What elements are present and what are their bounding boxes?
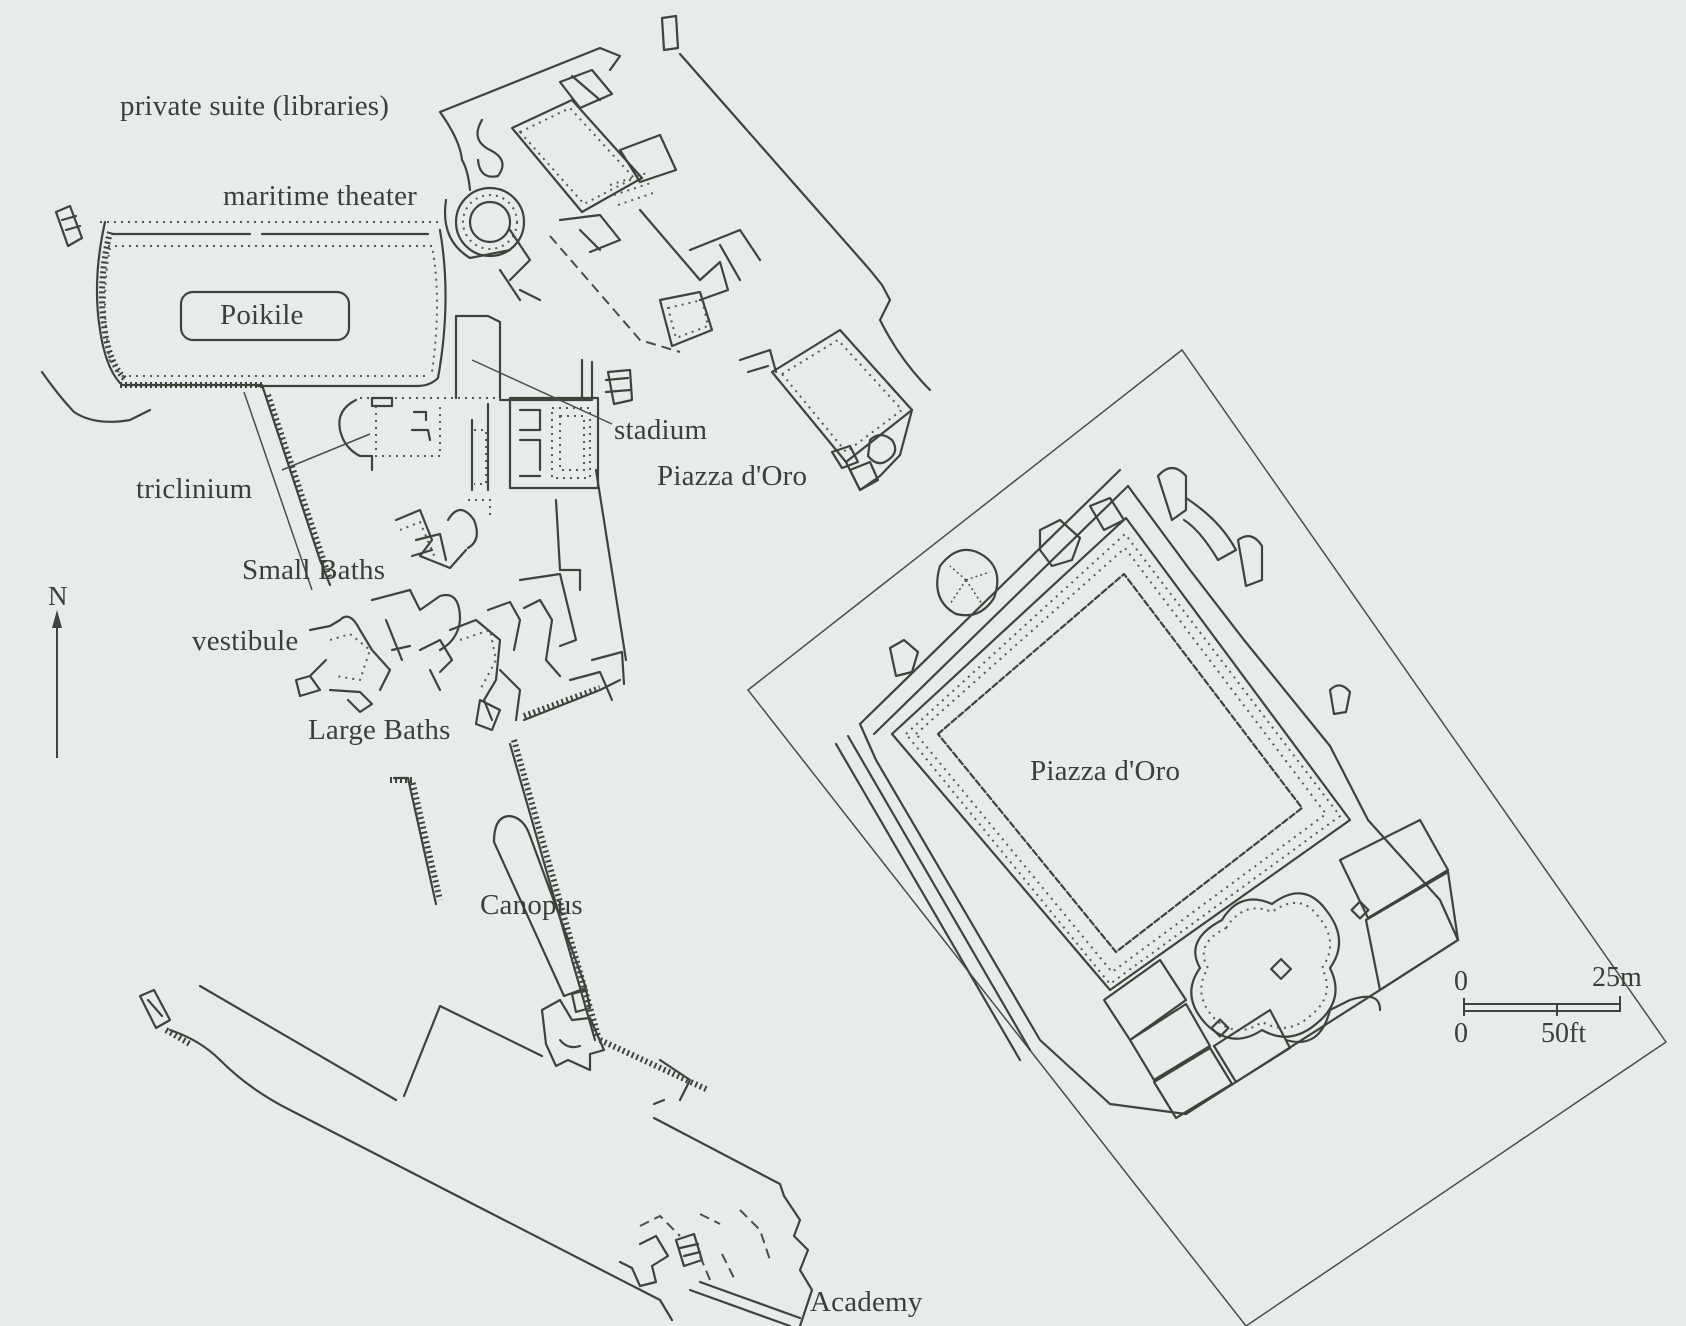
- label-poikile: Poikile: [220, 299, 304, 331]
- label-piazza-doro-site: Piazza d'Oro: [657, 460, 808, 492]
- scale-metric-end: 25m: [1592, 962, 1642, 993]
- piazza-doro-site-drawing: [738, 328, 914, 492]
- inset-frame: [746, 348, 1668, 1326]
- label-private-suite: private suite (libraries): [120, 90, 390, 122]
- scale-imperial-mid: 50ft: [1541, 1018, 1587, 1049]
- label-small-baths: Small Baths: [242, 554, 386, 586]
- piazza-doro-inset-drawing: [834, 466, 1460, 1120]
- north-arrow-icon: [52, 610, 62, 758]
- label-canopus: Canopus: [480, 889, 583, 921]
- label-triclinium: triclinium: [136, 473, 253, 505]
- scale-metric-start: 0: [1454, 966, 1468, 997]
- central-core-drawing: [281, 314, 613, 492]
- label-large-baths: Large Baths: [308, 714, 451, 746]
- label-stadium: stadium: [614, 414, 708, 446]
- label-maritime-theater: maritime theater: [223, 180, 418, 212]
- label-vestibule: vestibule: [192, 625, 299, 657]
- poikile-label-box: [179, 290, 351, 342]
- academy-drawing: [138, 984, 814, 1326]
- label-piazza-doro-inset: Piazza d'Oro: [1030, 755, 1181, 787]
- canopus-drawing: [390, 739, 710, 1093]
- scale-bar: [1463, 996, 1621, 1016]
- maritime-theater-drawing: [444, 186, 526, 260]
- north-arrow-label: N: [48, 581, 68, 611]
- label-academy: Academy: [810, 1286, 923, 1318]
- poikile-drawing: [40, 204, 447, 591]
- private-suite-drawing: [438, 14, 932, 406]
- scale-imperial-start: 0: [1454, 1018, 1468, 1049]
- baths-drawing: [294, 468, 628, 732]
